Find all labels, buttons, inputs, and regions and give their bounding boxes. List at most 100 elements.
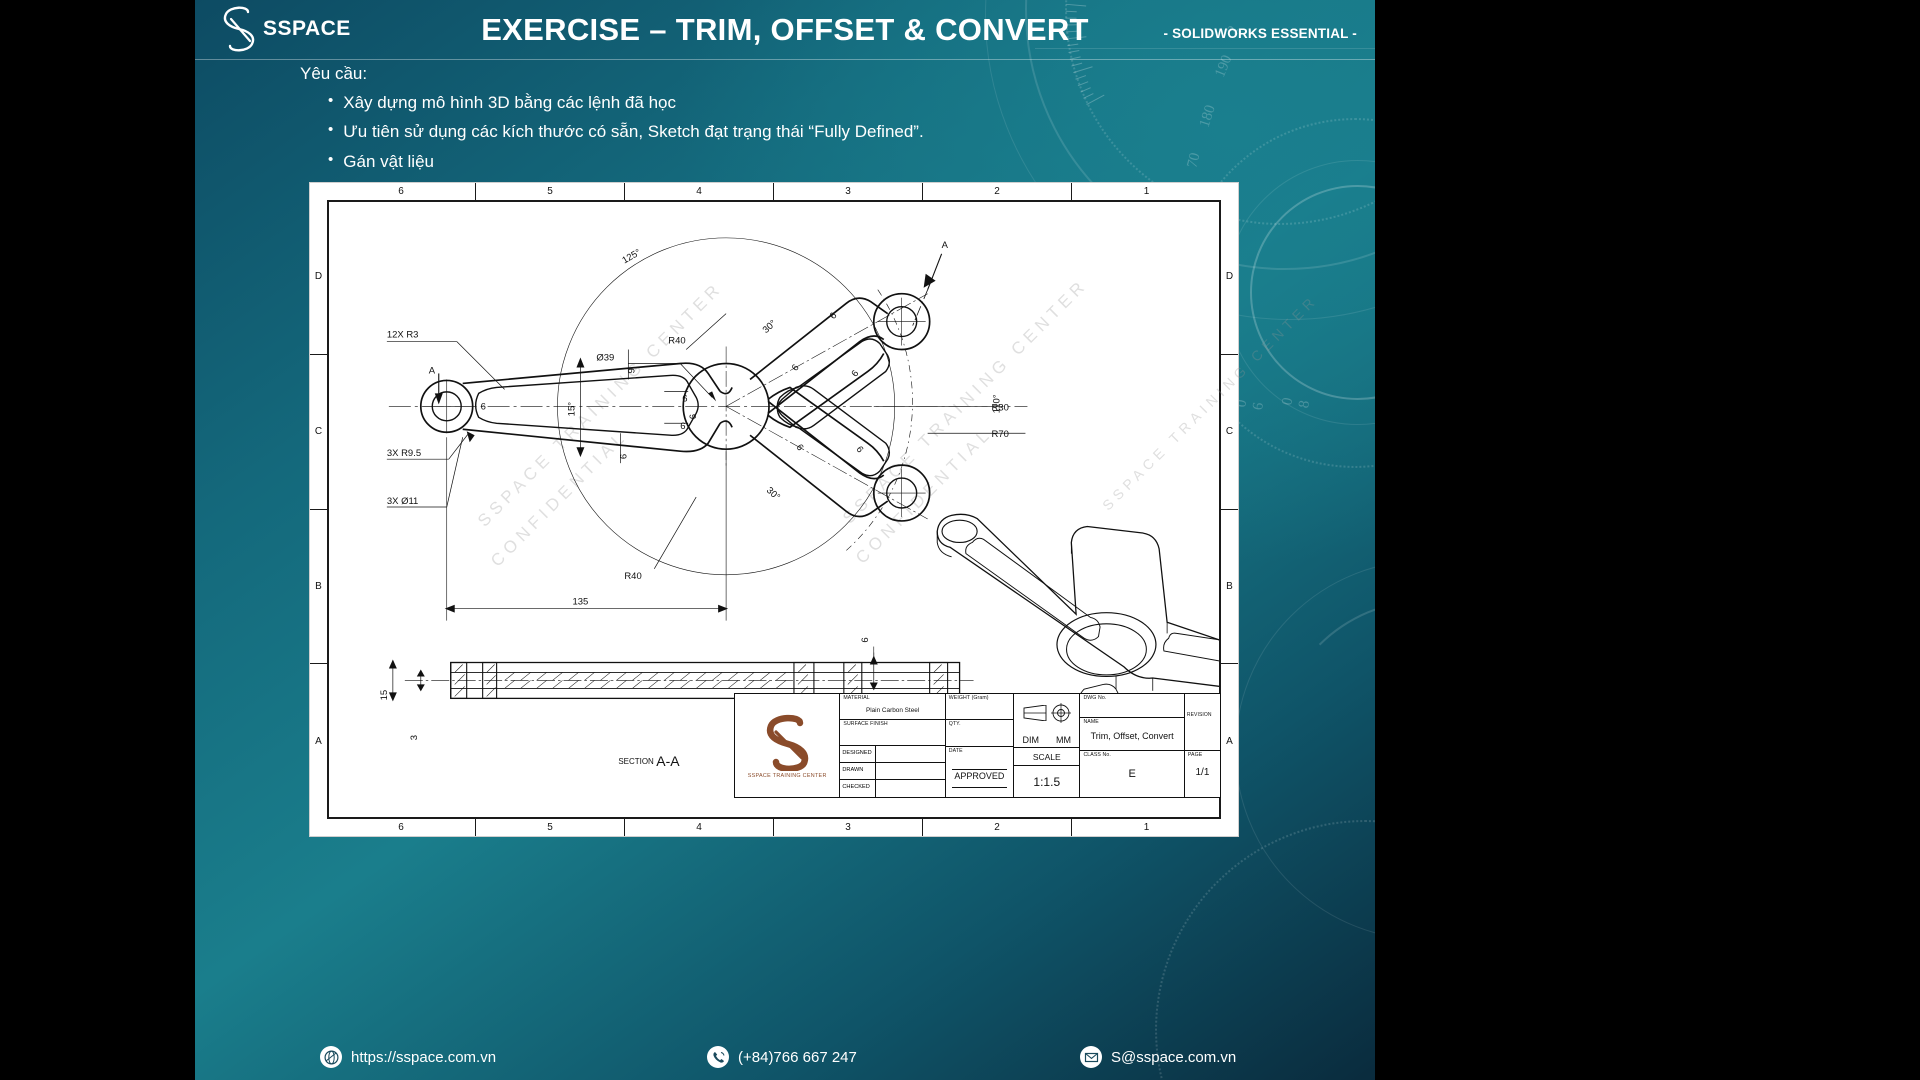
zone-marker-bottom: 3 bbox=[774, 819, 923, 836]
zone-marker-left: A bbox=[315, 736, 322, 748]
tb-qty: QTY. bbox=[945, 720, 1014, 747]
bullet-icon: • bbox=[328, 92, 334, 109]
tb-page-value: 1/1 bbox=[1195, 767, 1210, 778]
projection-circle-icon bbox=[1051, 703, 1072, 723]
tb-designed-value-cell[interactable] bbox=[876, 746, 944, 762]
dim-rib-6: 6 bbox=[481, 401, 486, 412]
brand-logo: SSPACE bbox=[217, 5, 351, 53]
tb-approved-rule-top bbox=[951, 768, 1008, 770]
decor-arc-2 bbox=[1225, 160, 1375, 425]
dim-angle-125: 125° bbox=[620, 247, 643, 266]
tb-class-no-tag: CLASS No. bbox=[1083, 752, 1111, 758]
right-letterbox bbox=[1375, 0, 1920, 1080]
tb-revision: REVISION bbox=[1184, 694, 1220, 751]
tb-drawn-value-cell[interactable] bbox=[876, 763, 944, 779]
section-label-name: A-A bbox=[656, 753, 680, 769]
tb-checked-tag: CHECKED bbox=[842, 784, 870, 791]
tb-designed-label-cell: DESIGNED bbox=[840, 746, 877, 763]
tb-projection-symbol bbox=[1014, 694, 1079, 732]
tb-name: NAME Trim, Offset, Convert bbox=[1080, 718, 1184, 751]
slide-canvas: 2 190 180 70 0 T 0 6 0 8 SSPACE EXERCISE… bbox=[195, 0, 1375, 1080]
tb-approved-value: APPROVED bbox=[954, 770, 1005, 781]
tb-name-tag: NAME bbox=[1083, 719, 1099, 725]
requirement-text: Xây dựng mô hình 3D bằng các lệnh đã học bbox=[343, 93, 676, 112]
zone-marker-left: B bbox=[310, 510, 327, 665]
requirements-heading: Yêu cầu: bbox=[300, 64, 368, 83]
dim-12x-r3: 12X R3 bbox=[387, 330, 419, 341]
dim-3x-d11: 3X Ø11 bbox=[387, 496, 418, 507]
tb-date-tag: DATE bbox=[948, 747, 963, 754]
tb-col-weight: WEIGHT (Gram) QTY. DATE APPROVED bbox=[945, 694, 1015, 797]
dim-r30: R30 bbox=[992, 402, 1009, 413]
tb-material: MATERIAL Plain Carbon Steel bbox=[840, 694, 945, 720]
slide-header: SSPACE EXERCISE – TRIM, OFFSET & CONVERT… bbox=[195, 0, 1375, 60]
zone-marker-right: D bbox=[1221, 200, 1238, 355]
footer-email[interactable]: S@sspace.com.vn bbox=[1080, 1046, 1236, 1068]
phone-icon bbox=[707, 1046, 729, 1068]
tb-drawn: DRAWN bbox=[840, 763, 945, 781]
zone-marker-top: 1 bbox=[1143, 186, 1150, 197]
tb-surface-finish-tag: SURFACE FINISH bbox=[843, 720, 888, 727]
dim-r40-upper: R40 bbox=[668, 336, 685, 347]
tb-page: PAGE 1/1 bbox=[1185, 751, 1220, 797]
dim-rib-6: 6 bbox=[688, 414, 699, 419]
requirement-item: • Gán vật liệu bbox=[300, 151, 1200, 172]
tb-surface-finish: SURFACE FINISH bbox=[840, 720, 945, 747]
envelope-icon bbox=[1080, 1046, 1102, 1068]
dim-rib-9: 9 bbox=[626, 368, 637, 373]
tb-unit-label: MM bbox=[1055, 734, 1071, 745]
footer-email-text: S@sspace.com.vn bbox=[1111, 1048, 1237, 1066]
zone-marker-right: A bbox=[1226, 736, 1233, 748]
tb-class-no: CLASS No. E bbox=[1080, 751, 1183, 797]
tb-col-material: MATERIAL Plain Carbon Steel SURFACE FINI… bbox=[840, 694, 946, 797]
dim-angle-30-upper: 30° bbox=[761, 318, 779, 336]
zone-marker-top: 4 bbox=[625, 183, 774, 200]
tb-checked-value-cell[interactable] bbox=[876, 780, 944, 797]
zone-marker-left: D bbox=[310, 200, 327, 355]
requirement-text: Gán vật liệu bbox=[343, 151, 434, 171]
zone-marker-top: 2 bbox=[923, 183, 1072, 200]
footer-website[interactable]: https://sspace.com.vn bbox=[320, 1046, 496, 1068]
sheet-border bbox=[327, 200, 1221, 819]
slide-footer: https://sspace.com.vn (+84)766 667 247 S… bbox=[195, 1034, 1375, 1080]
tb-dim-label: DIM bbox=[1022, 734, 1040, 745]
globe-icon bbox=[320, 1046, 342, 1068]
requirement-item: • Xây dựng mô hình 3D bằng các lệnh đã h… bbox=[300, 92, 1200, 113]
tb-qty-tag: QTY. bbox=[948, 720, 961, 727]
tb-checked-label-cell: CHECKED bbox=[840, 780, 877, 797]
dim-rib-6: 6 bbox=[682, 393, 687, 404]
dim-angle-30-lower: 30° bbox=[764, 485, 782, 503]
dim-rib-6: 6 bbox=[680, 421, 685, 432]
footer-website-text: https://sspace.com.vn bbox=[351, 1048, 497, 1066]
dim-rib-6: 6 bbox=[794, 442, 806, 453]
zone-marker-top: 3 bbox=[774, 183, 923, 200]
header-divider bbox=[195, 59, 1375, 60]
tb-col-projection: DIM MM SCALE 1:1.5 bbox=[1014, 694, 1081, 797]
zone-marker-bottom: 2 bbox=[923, 819, 1072, 836]
dim-angle-110: 110° bbox=[991, 394, 1002, 413]
brand-logo-text: SSPACE bbox=[263, 17, 351, 40]
decor-arc-4 bbox=[1275, 600, 1375, 900]
tb-units: DIM MM bbox=[1014, 732, 1080, 748]
tb-name-value: Trim, Offset, Convert bbox=[1090, 731, 1174, 741]
tb-designed-tag: DESIGNED bbox=[842, 750, 872, 757]
dim-rib-6: 6 bbox=[618, 454, 629, 459]
decor-arc-5 bbox=[1235, 560, 1375, 940]
engineering-drawing: 12X R3 3X R9.5 3X Ø11 Ø39 R40 R40 R30 R7… bbox=[379, 237, 1219, 769]
tb-scale-value-cell: 1:1.5 bbox=[1014, 766, 1079, 797]
title-block-logo-caption: SSPACE TRAINING CENTER bbox=[747, 772, 827, 779]
tb-drawn-label-cell: DRAWN bbox=[840, 763, 877, 780]
drawing-area: SSPACE TRAINING CENTER CONFIDENTIAL SSPA… bbox=[329, 202, 1321, 817]
dim-bore-d39: Ø39 bbox=[596, 352, 614, 363]
tb-material-tag: MATERIAL bbox=[843, 695, 870, 701]
view-arrow-label-top: A bbox=[942, 240, 949, 251]
zone-marker-right: C bbox=[1221, 355, 1238, 510]
sspace-logo-icon bbox=[767, 714, 809, 771]
dim-section-6: 6 bbox=[860, 637, 871, 642]
dim-rib-6: 6 bbox=[853, 444, 865, 455]
bullet-icon: • bbox=[328, 150, 334, 168]
footer-phone[interactable]: (+84)766 667 247 bbox=[707, 1046, 857, 1068]
projection-cone-icon bbox=[1023, 705, 1047, 721]
